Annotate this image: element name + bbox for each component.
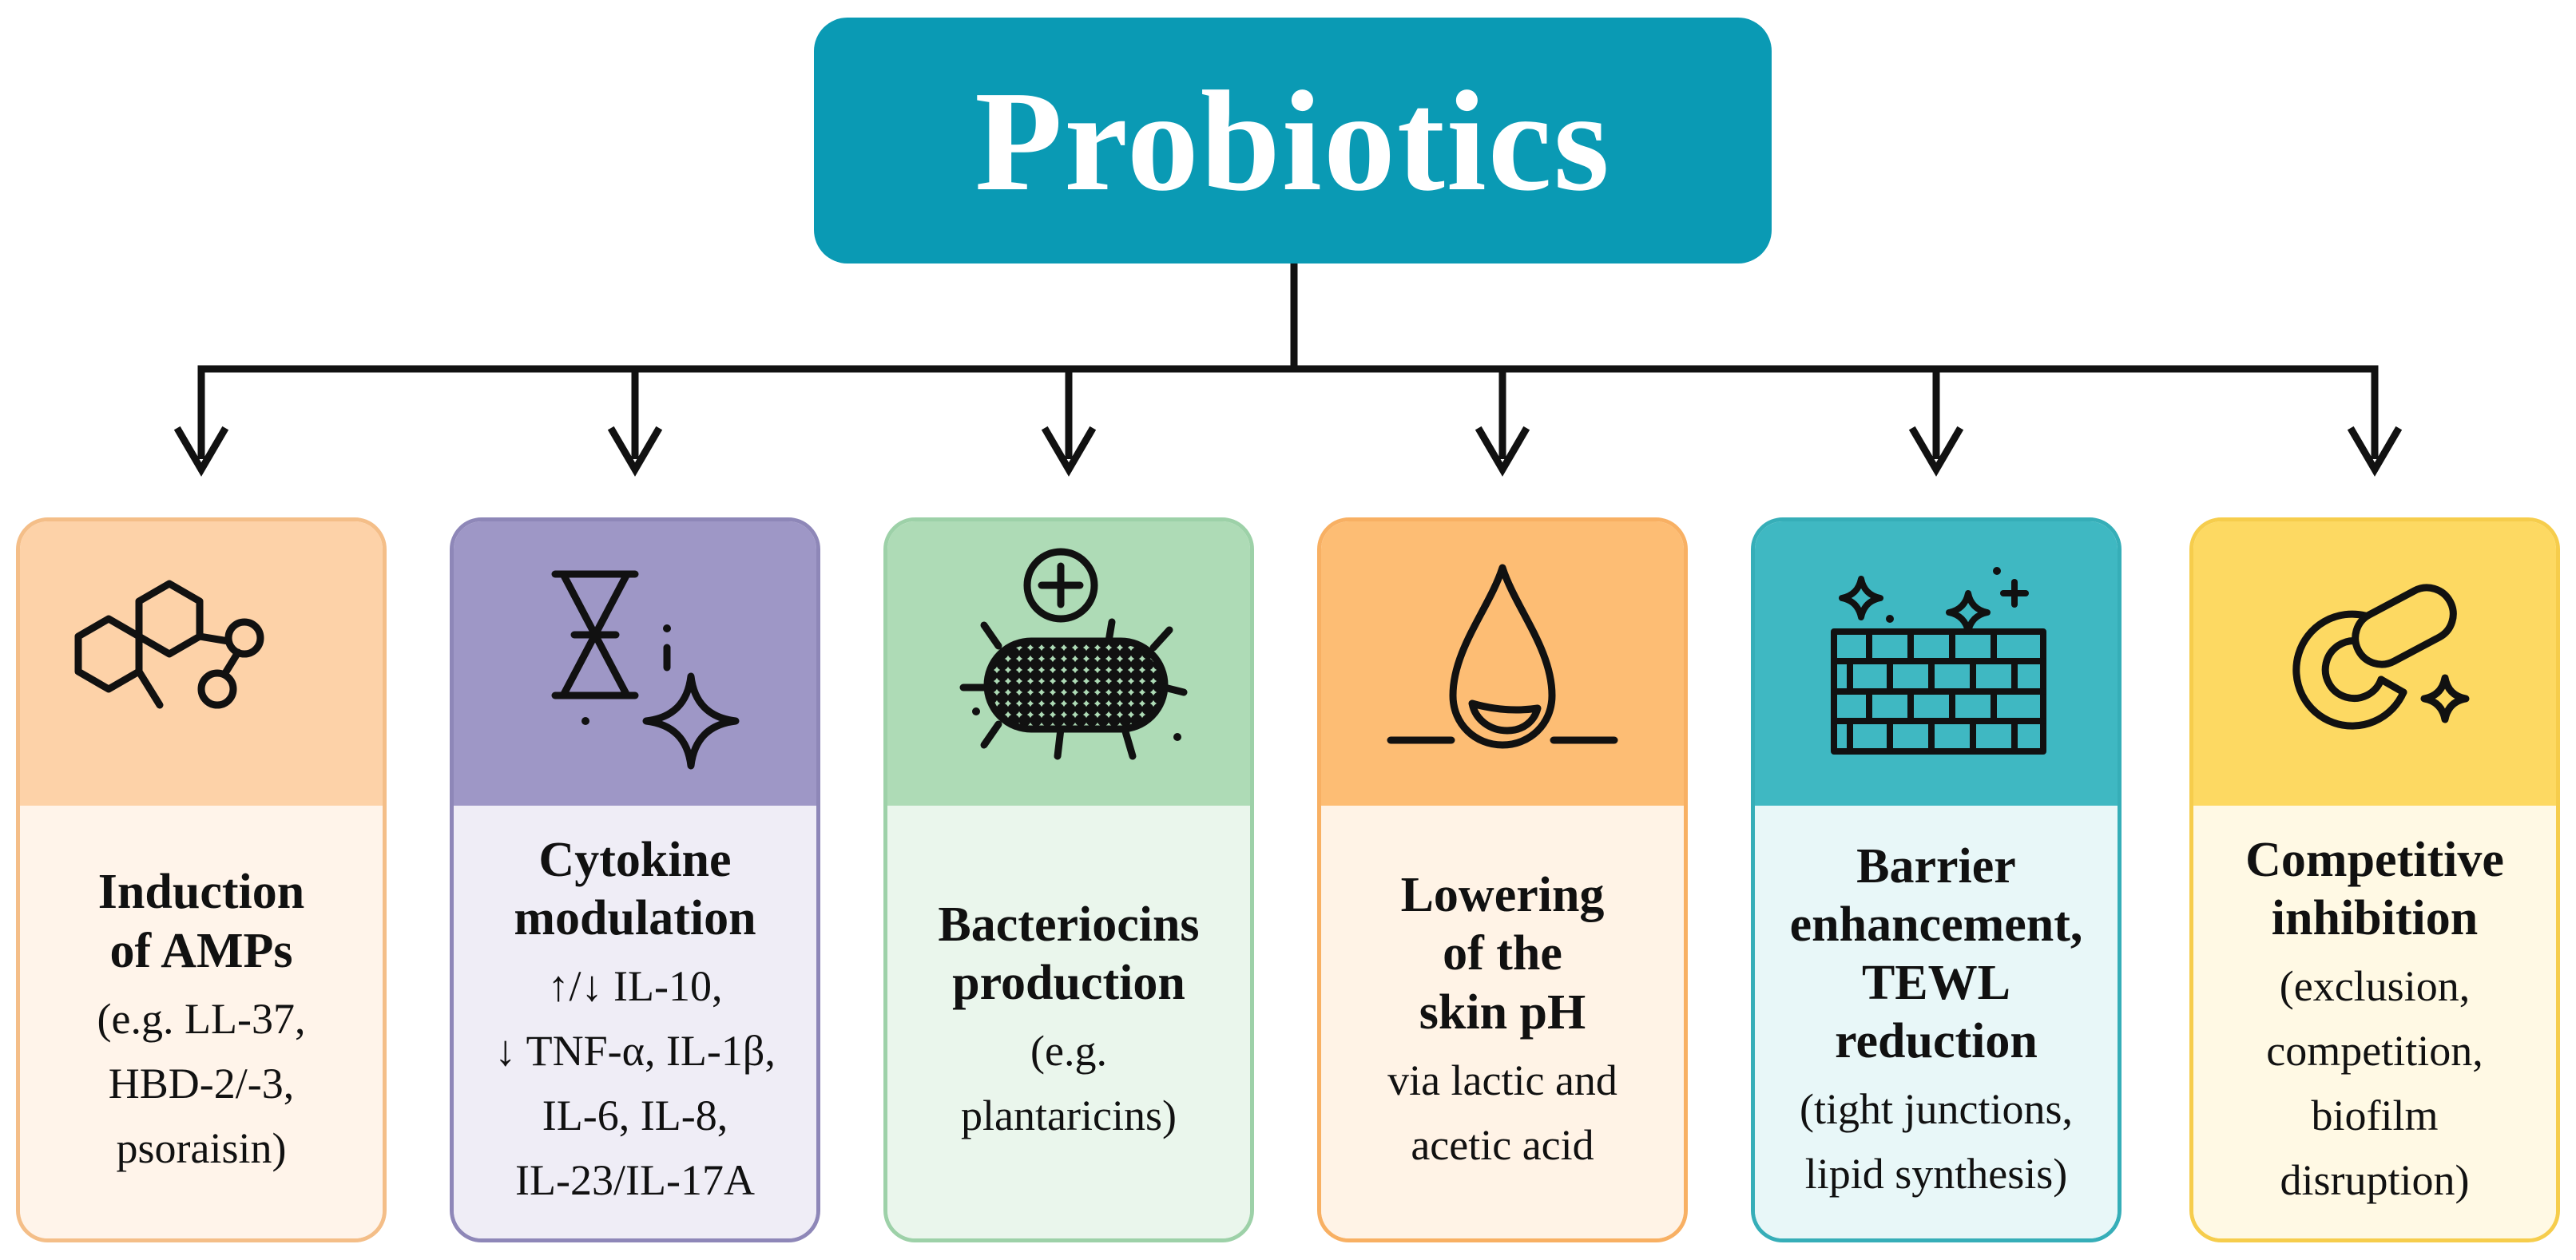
card-text-area: Competitive inhibition (exclusion, compe… [2193,806,2556,1238]
card-heading: Barrier enhancement, TEWL reduction [1789,838,2083,1069]
card-detail: (tight junctions, lipid synthesis) [1800,1085,2073,1199]
card-icon-area [2193,521,2556,806]
arrow-head-icon [173,426,229,477]
probiotics-title-box: Probiotics [814,18,1772,263]
arrow-head-icon [1908,426,1964,477]
capsule-blocker-icon [2292,584,2470,730]
molecule-icon [74,580,264,709]
card-heading: Competitive inhibition [2245,832,2504,945]
diagram-title: Probiotics [974,61,1611,220]
card-cytokine-modulation: Cytokine modulation ↑/↓ IL-10, ↓ TNF-α, … [450,517,820,1242]
card-icon-area [20,521,383,806]
card-barrier-enhancement: Barrier enhancement, TEWL reduction (tig… [1751,517,2122,1242]
brick-wall-sparkle-icon [1831,567,2046,755]
card-heading: Cytokine modulation [514,832,756,945]
bacterium-plus-icon [959,548,1188,760]
card-bacteriocins-production: Bacteriocins production (e.g. plantarici… [883,517,1254,1242]
card-text-area: Lowering of the skin pH via lactic and a… [1321,806,1684,1238]
card-heading: Lowering of the skin pH [1400,868,1605,1040]
card-text-area: Cytokine modulation ↑/↓ IL-10, ↓ TNF-α, … [454,806,816,1238]
card-icon-area [887,521,1250,806]
hourglass-sparkle-icon [551,570,740,770]
card-induction-of-amps: Induction of AMPs (e.g. LL-37, HBD-2/-3,… [16,517,387,1242]
card-icon-area [454,521,816,806]
card-detail: (exclusion, competition, biofilm disrupt… [2266,962,2483,1205]
card-heading: Bacteriocins production [938,897,1200,1010]
arrow-head-icon [607,426,663,477]
card-detail: (e.g. LL-37, HBD-2/-3, psoraisin) [97,994,306,1172]
card-icon-area [1755,521,2118,806]
card-icon-area [1321,521,1684,806]
card-text-area: Induction of AMPs (e.g. LL-37, HBD-2/-3,… [20,806,383,1238]
card-heading: Induction of AMPs [97,865,305,978]
card-text-area: Barrier enhancement, TEWL reduction (tig… [1755,806,2118,1238]
arrow-head-icon [2347,426,2403,477]
droplet-icon [1387,564,1618,749]
card-detail: ↑/↓ IL-10, ↓ TNF-α, IL-1β, IL-6, IL-8, I… [494,962,776,1205]
card-competitive-inhibition: Competitive inhibition (exclusion, compe… [2189,517,2560,1242]
arrow-head-icon [1041,426,1097,477]
card-detail: (e.g. plantaricins) [961,1027,1177,1140]
card-text-area: Bacteriocins production (e.g. plantarici… [887,806,1250,1238]
card-detail: via lactic and acetic acid [1387,1056,1617,1169]
card-lowering-skin-ph: Lowering of the skin pH via lactic and a… [1317,517,1688,1242]
arrow-head-icon [1475,426,1530,477]
